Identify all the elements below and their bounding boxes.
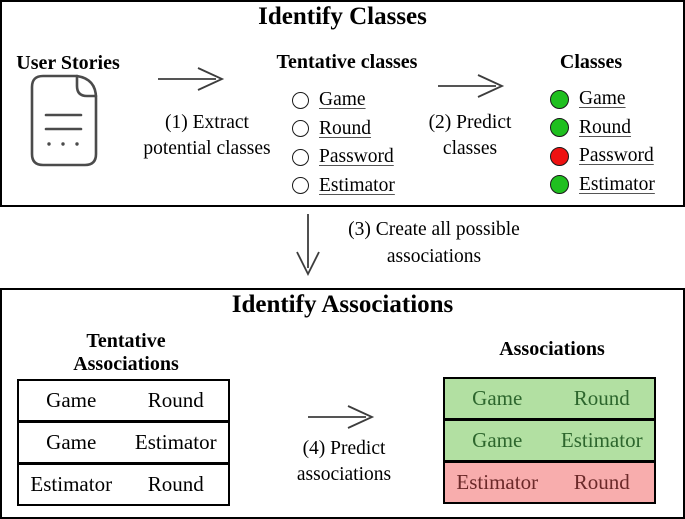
class-label: Game [579,88,626,110]
class-label: Round [579,116,632,138]
association-right: Estimator [134,430,217,454]
class-label: Password [319,146,394,168]
classes-list: Game Round Password Estimator [550,85,655,199]
table-row: Estimator Round [443,461,656,504]
status-circle-icon [550,89,569,109]
list-item: Round [550,114,655,143]
user-stories-label: User Stories [16,52,120,74]
step1-line1: (1) Extract [165,112,249,133]
heading-line1: Tentative [86,330,166,352]
association-left: Game [472,386,523,410]
step3-line2: associations [386,246,482,267]
class-label: Estimator [579,173,655,195]
identify-classes-title: Identify Classes [258,3,427,30]
association-right: Round [147,388,204,412]
step4-label: (4) Predict associations [278,436,410,488]
table-row: Game Round [17,379,230,422]
arrow-right-icon [158,67,225,91]
status-circle-icon [550,118,569,138]
step1-label: (1) Extract potential classes [118,110,296,162]
heading-line2: Associations [73,353,179,375]
tentative-classes-list: Game Round Password Estimator [292,86,395,200]
list-item: Game [550,85,655,114]
arrow-right-icon [438,74,505,98]
identify-associations-panel: Identify Associations Tentative Associat… [0,288,685,519]
associations-heading: Associations [499,338,605,360]
association-right: Estimator [560,428,643,452]
association-right: Round [573,470,630,494]
tentative-classes-heading: Tentative classes [276,51,418,73]
association-left: Game [472,428,523,452]
step2-line1: (2) Predict [428,112,512,133]
classes-heading: Classes [559,51,623,73]
empty-circle-icon [292,148,309,166]
tentative-associations-heading: Tentative Associations [39,330,213,376]
association-left: Game [46,430,97,454]
tentative-associations-table: Game Round Game Estimator Estimator Roun… [17,379,230,506]
association-left: Estimator [456,470,539,494]
association-right: Round [573,386,630,410]
class-label: Password [579,145,654,167]
table-row: Game Estimator [443,419,656,462]
step4-line2: associations [296,464,392,485]
step1-line2: potential classes [143,138,271,159]
identify-classes-panel: Identify Classes User Stories (1) Extrac… [0,0,685,207]
class-label: Estimator [319,174,395,196]
table-row: Game Round [443,377,656,420]
class-label: Game [319,89,366,111]
table-row: Game Estimator [17,421,230,464]
class-label: Round [319,117,372,139]
associations-table: Game Round Game Estimator Estimator Roun… [443,377,656,504]
association-left: Game [46,388,97,412]
association-right: Round [147,472,204,496]
list-item: Password [550,142,655,171]
empty-circle-icon [292,177,309,195]
arrow-right-icon [308,405,375,429]
empty-circle-icon [292,120,309,138]
identify-associations-title: Identify Associations [231,291,454,318]
list-item: Password [292,143,395,172]
list-item: Round [292,115,395,144]
table-row: Estimator Round [17,463,230,506]
association-left: Estimator [30,472,113,496]
status-circle-icon [550,175,569,195]
document-icon [30,74,98,167]
step2-label: (2) Predict classes [409,110,531,162]
step3-label: (3) Create all possible associations [328,216,540,270]
status-circle-icon [550,146,569,166]
empty-circle-icon [292,91,309,109]
list-item: Estimator [292,172,395,201]
step3-line1: (3) Create all possible [348,219,520,240]
step2-line2: classes [442,138,498,159]
list-item: Estimator [550,171,655,200]
step4-line1: (4) Predict [302,438,386,459]
list-item: Game [292,86,395,115]
arrow-down-icon [296,214,320,277]
